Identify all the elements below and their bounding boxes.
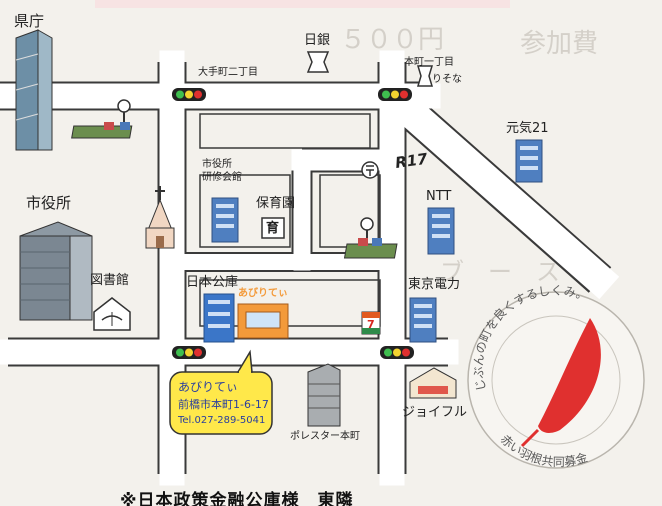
honmachi-label: 本町一丁目 [404,57,454,68]
book-icon [93,297,131,331]
annex-label-line1: 市役所 [202,159,232,170]
joyfull-building [409,367,457,399]
footer-note: ※日本政策金融公庫様 東隣 [120,491,354,506]
ntt-label: NTT [426,189,452,204]
otemachi-label: 大手町二丁目 [198,67,258,78]
route-label: R17 [394,150,429,172]
resona-label: りそな [432,74,462,85]
genki21-label: 元気21 [506,121,549,136]
hongin-label: 日銀 [304,33,331,48]
background-poster-text: ５００円 参加費 ブ ー ス [340,25,598,286]
bg-fee-label: 参加費 [520,29,598,59]
traffic-light-icon [172,88,206,101]
city-hall-building [19,221,93,321]
prefecture-office-building [15,29,53,151]
bank-marker-icon [306,51,330,73]
finance-corp-building [203,293,235,343]
callout-tel: Tel.027-289-5041 [178,415,266,426]
abirity-shop [237,303,289,339]
tepco-label: 東京電力 [408,277,461,292]
finance-corp-label: 日本公庫 [186,275,239,290]
traffic-light-icon [172,346,206,359]
tepco-building [409,297,437,343]
bus-stop-icon [343,217,398,259]
nursery-label: 保育園 [256,196,296,211]
bg-fee-amount: ５００円 [340,25,444,55]
annex-building [211,197,239,243]
porester-label: ポレスター本町 [290,431,360,442]
bus-stop-icon [71,99,133,139]
traffic-light-icon [380,346,414,359]
poster-top-band [95,0,510,8]
porester-building [307,363,341,427]
city-hall-label: 市役所 [26,194,72,212]
seven-eleven-icon: 7 [361,311,381,335]
svg-text:7: 7 [367,318,375,331]
genki21-building [515,139,543,183]
shop-overlay-label: あびりてぃ [238,288,288,299]
church-icon [145,186,175,249]
callout-name: あびりてぃ [178,380,239,394]
city-blocks [199,113,381,327]
callout-address: 前橋市本町1-6-17 [178,398,269,411]
ntt-building [427,207,455,255]
annex-label-line2: 研修会館 [202,172,242,183]
joyfull-label: ジョイフル [402,405,468,420]
nursery-sign-label: 育 [266,221,280,236]
location-callout [169,349,273,435]
prefecture-office-label: 県庁 [14,12,45,30]
library-label: 図書館 [90,273,130,288]
resona-marker-icon [416,65,434,87]
bg-booth-text: ブ ー ス [440,258,560,286]
nursery-sign [261,217,285,239]
traffic-light-icon [378,88,412,101]
red-feather-seal: じぶんの町を良くするしくみ。 赤い羽根共同募金 [467,284,645,469]
post-office-icon [361,161,379,179]
